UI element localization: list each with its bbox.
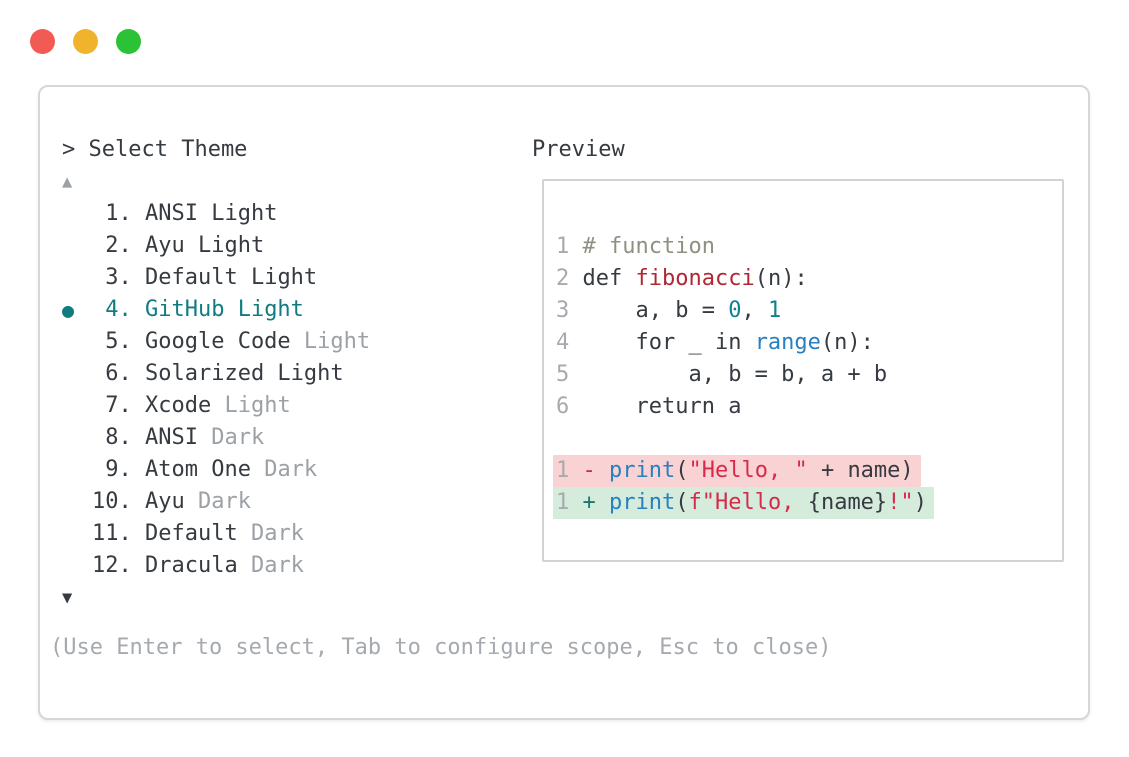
- keyboard-hint: (Use Enter to select, Tab to configure s…: [50, 635, 832, 660]
- theme-label: 7. Xcode Light: [92, 393, 291, 418]
- theme-list-item[interactable]: 9. Atom One Dark: [62, 454, 370, 486]
- bullet-slot: [62, 326, 92, 358]
- theme-list-item[interactable]: 8. ANSI Dark: [62, 422, 370, 454]
- picker-prompt: > Select Theme: [62, 137, 248, 162]
- diff-added-line: 1 + print(f"Hello, {name}!"): [553, 487, 934, 519]
- scroll-down-icon[interactable]: ▼: [62, 588, 73, 608]
- code-line: 3 a, b = 0, 1: [556, 298, 782, 323]
- theme-label: 8. ANSI Dark: [92, 425, 265, 450]
- zoom-button[interactable]: [116, 29, 141, 54]
- code-line: 1 # function: [556, 234, 715, 259]
- theme-label: 1. ANSI Light: [92, 201, 278, 226]
- line-number: 5: [556, 362, 583, 387]
- bullet-slot: [62, 262, 92, 294]
- theme-list-item[interactable]: 6. Solarized Light: [62, 358, 370, 390]
- bullet-slot: [62, 550, 92, 582]
- line-number: 3: [556, 298, 583, 323]
- theme-label: 9. Atom One Dark: [92, 457, 318, 482]
- line-number: 2: [556, 266, 583, 291]
- code-blank-line: [556, 423, 1062, 455]
- minimize-button[interactable]: [73, 29, 98, 54]
- theme-list-item[interactable]: 2. Ayu Light: [62, 230, 370, 262]
- theme-label: 10. Ayu Dark: [92, 489, 251, 514]
- bullet-slot: [62, 230, 92, 262]
- diff-removed-line: 1 - print("Hello, " + name): [553, 455, 921, 487]
- theme-list-item[interactable]: 5. Google Code Light: [62, 326, 370, 358]
- theme-list-item[interactable]: 7. Xcode Light: [62, 390, 370, 422]
- theme-label: 5. Google Code Light: [92, 329, 371, 354]
- theme-list-item[interactable]: 3. Default Light: [62, 262, 370, 294]
- theme-list: 1. ANSI Light 2. Ayu Light 3. Default Li…: [62, 198, 370, 582]
- theme-list-item[interactable]: 12. Dracula Dark: [62, 550, 370, 582]
- theme-picker-panel: > Select Theme ▲ 1. ANSI Light 2. Ayu Li…: [62, 134, 370, 614]
- theme-label: 11. Default Dark: [92, 521, 304, 546]
- bullet-slot: [62, 518, 92, 550]
- theme-label: 12. Dracula Dark: [92, 553, 304, 578]
- bullet-slot: [62, 454, 92, 486]
- window-controls: [30, 29, 141, 54]
- diff-sign: +: [582, 490, 609, 515]
- bullet-slot: [62, 358, 92, 390]
- theme-list-item[interactable]: 11. Default Dark: [62, 518, 370, 550]
- bullet-slot: [62, 422, 92, 454]
- theme-label: 3. Default Light: [92, 265, 318, 290]
- theme-list-item[interactable]: 1. ANSI Light: [62, 198, 370, 230]
- bullet-slot: [62, 198, 92, 230]
- code-line: 1 - print("Hello, " + name): [553, 455, 1062, 487]
- code-line: 6 return a: [556, 394, 742, 419]
- selected-bullet-icon: ●: [62, 298, 75, 322]
- theme-list-item[interactable]: ● 4. GitHub Light: [62, 294, 370, 326]
- theme-list-item[interactable]: 10. Ayu Dark: [62, 486, 370, 518]
- preview-code: 1 # function 2 def fibonacci(n): 3 a, b = …: [544, 181, 1062, 519]
- line-number: 1: [556, 458, 583, 483]
- theme-picker-dialog: > Select Theme ▲ 1. ANSI Light 2. Ayu Li…: [38, 85, 1090, 720]
- theme-label: 6. Solarized Light: [92, 361, 344, 386]
- bullet-slot: [62, 486, 92, 518]
- scroll-up-icon[interactable]: ▲: [62, 172, 73, 192]
- line-number: 1: [556, 490, 583, 515]
- diff-sign: -: [582, 458, 609, 483]
- theme-label: 2. Ayu Light: [92, 233, 265, 258]
- code-line: 5 a, b = b, a + b: [556, 362, 888, 387]
- theme-label: 4. GitHub Light: [92, 297, 304, 322]
- code-line: 4 for _ in range(n):: [556, 330, 874, 355]
- line-number: 4: [556, 330, 583, 355]
- code-line: 2 def fibonacci(n):: [556, 266, 808, 291]
- close-button[interactable]: [30, 29, 55, 54]
- line-number: 6: [556, 394, 583, 419]
- bullet-slot: [62, 390, 92, 422]
- preview-pane: 1 # function 2 def fibonacci(n): 3 a, b = …: [542, 179, 1064, 562]
- line-number: 1: [556, 234, 583, 259]
- code-line: 1 + print(f"Hello, {name}!"): [553, 487, 1062, 519]
- preview-title: Preview: [532, 137, 625, 162]
